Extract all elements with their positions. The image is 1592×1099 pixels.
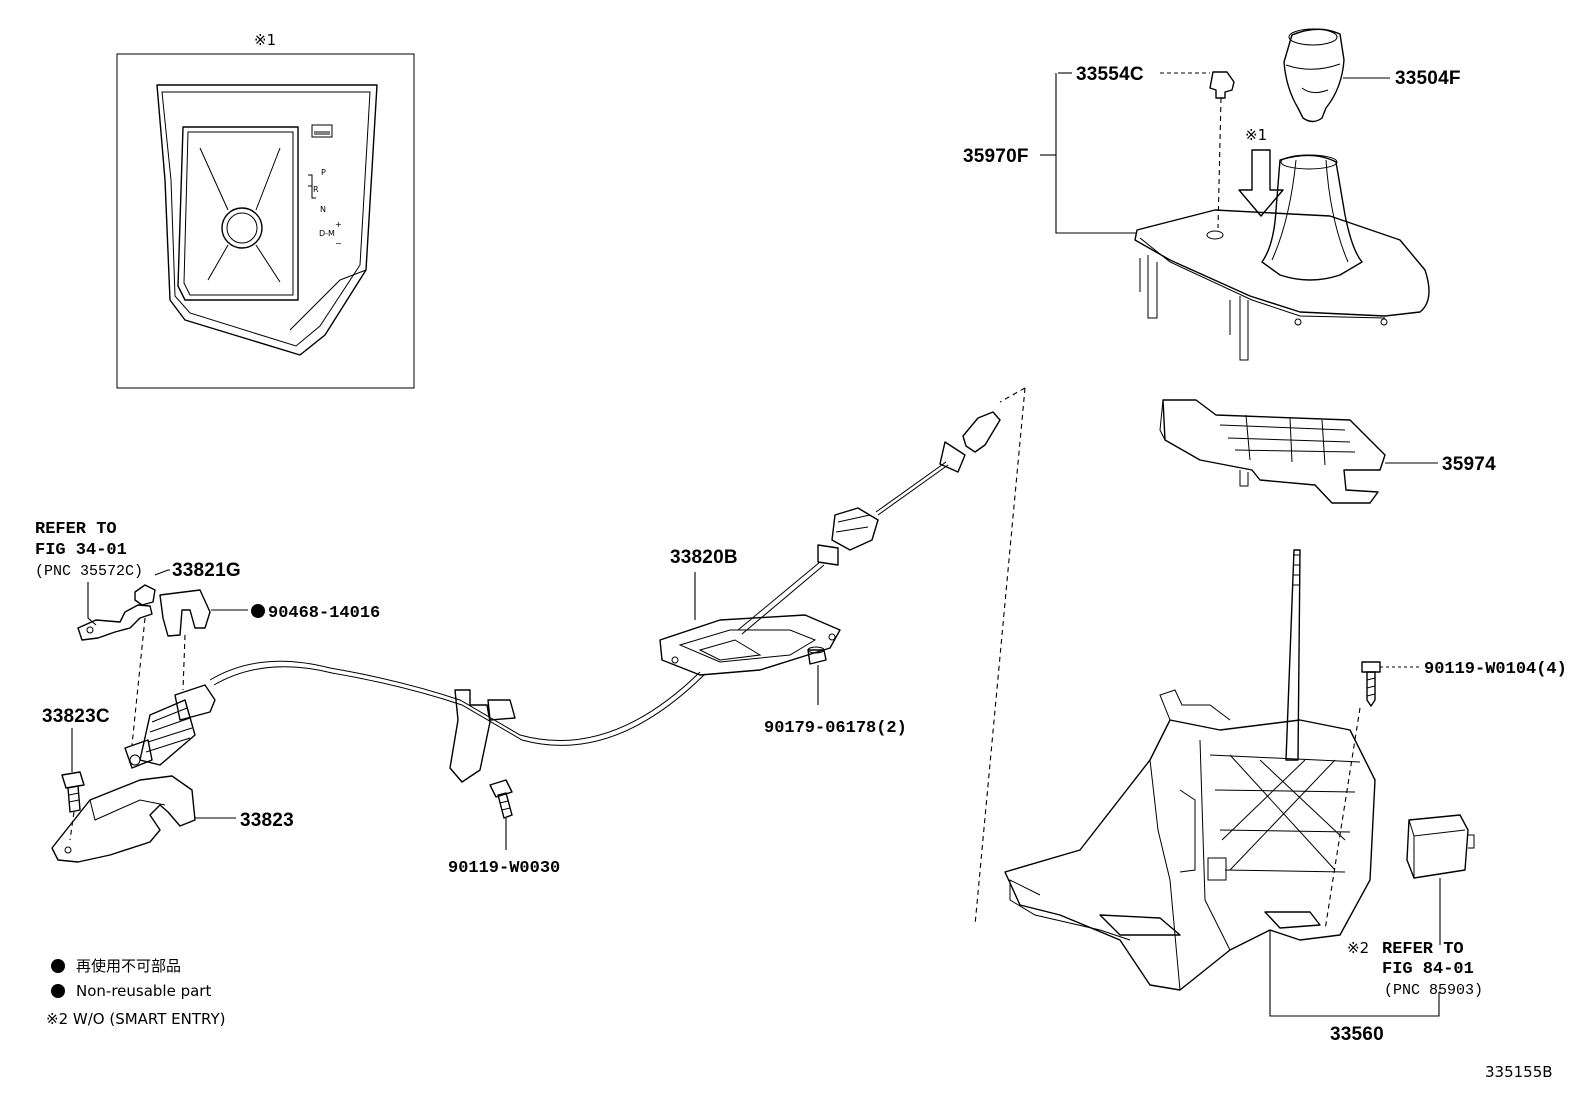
bolt-33823C bbox=[61, 771, 85, 841]
ref1-line2: FIG 34-01 bbox=[35, 541, 127, 560]
callout-33823C: 33823C bbox=[42, 706, 110, 727]
clip-33554C bbox=[1160, 71, 1235, 229]
indicator-lamp-icon bbox=[311, 124, 333, 138]
callout-33820B: 33820B bbox=[670, 547, 738, 568]
shifter-boot-hole bbox=[221, 207, 263, 249]
gear-dm: D-M bbox=[319, 229, 335, 238]
ref2-line1: REFER TO bbox=[1382, 940, 1464, 959]
shift-lever-housing bbox=[1004, 549, 1475, 1017]
ref1-line3: (PNC 35572C) bbox=[35, 563, 143, 580]
callout-90468-14016: 90468-14016 bbox=[268, 604, 380, 623]
bolt-90119-W0030 bbox=[489, 779, 513, 850]
bracket-33823 bbox=[51, 775, 236, 863]
gear-n: N bbox=[320, 205, 326, 214]
inset-mark: ※1 bbox=[254, 31, 276, 49]
callout-33504F: 33504F bbox=[1395, 68, 1461, 89]
shift-console-bezel bbox=[156, 84, 378, 356]
nut-90179 bbox=[807, 646, 827, 705]
callout-33823: 33823 bbox=[240, 810, 294, 831]
ref2-prefix: ※2 bbox=[1347, 939, 1369, 957]
legend: 再使用不可部品 Non-reusable part ※2 W/O (SMART … bbox=[46, 957, 226, 1028]
mount-foot-left bbox=[1099, 914, 1181, 936]
callout-33821G: 33821G bbox=[172, 560, 241, 581]
shift-boot-bezel bbox=[1134, 154, 1430, 361]
gear-plus: + bbox=[335, 220, 342, 229]
section-divider bbox=[974, 387, 1026, 926]
gear-r: R bbox=[313, 185, 319, 194]
legend-dot-jp bbox=[51, 959, 65, 973]
mount-foot-right bbox=[1264, 911, 1321, 929]
legend-note2: ※2 W/O (SMART ENTRY) bbox=[46, 1010, 226, 1028]
down-arrow-icon bbox=[1238, 149, 1284, 217]
ref1-line1: REFER TO bbox=[35, 520, 117, 539]
gear-minus: − bbox=[335, 239, 342, 248]
shift-knob bbox=[1283, 28, 1390, 123]
callout-33560: 33560 bbox=[1330, 1024, 1384, 1045]
callout-90119-W0104: 90119-W0104(4) bbox=[1424, 660, 1567, 679]
callout-35974: 35974 bbox=[1442, 454, 1496, 475]
inset-frame bbox=[116, 53, 415, 389]
control-module-85903 bbox=[1406, 814, 1475, 945]
legend-dot-en bbox=[51, 984, 65, 998]
figure-id: 335155B bbox=[1485, 1063, 1553, 1081]
non-reusable-icon bbox=[251, 604, 265, 618]
callout-35970F: 35970F bbox=[963, 146, 1029, 167]
ref2-line2: FIG 84-01 bbox=[1382, 960, 1474, 979]
retainer-bracket bbox=[77, 604, 153, 746]
ref2-line3: (PNC 85903) bbox=[1384, 982, 1483, 999]
position-indicator-plate bbox=[1159, 399, 1438, 504]
bolt-90119-W0104 bbox=[1324, 661, 1420, 931]
legend-jp: 再使用不可部品 bbox=[76, 957, 181, 975]
callout-90119-W0030: 90119-W0030 bbox=[448, 859, 560, 878]
gear-p: P bbox=[321, 168, 326, 177]
callout-33554C: 33554C bbox=[1076, 64, 1144, 85]
legend-en: Non-reusable part bbox=[76, 982, 211, 1000]
retainer-90468 bbox=[159, 589, 248, 691]
arrow-mark: ※1 bbox=[1245, 126, 1267, 144]
clip-33821G bbox=[134, 569, 170, 606]
shift-cable bbox=[124, 411, 1001, 783]
inset-panel: ※1 P R N D-M + − bbox=[116, 31, 415, 389]
callout-90179-06178: 90179-06178(2) bbox=[764, 719, 907, 738]
